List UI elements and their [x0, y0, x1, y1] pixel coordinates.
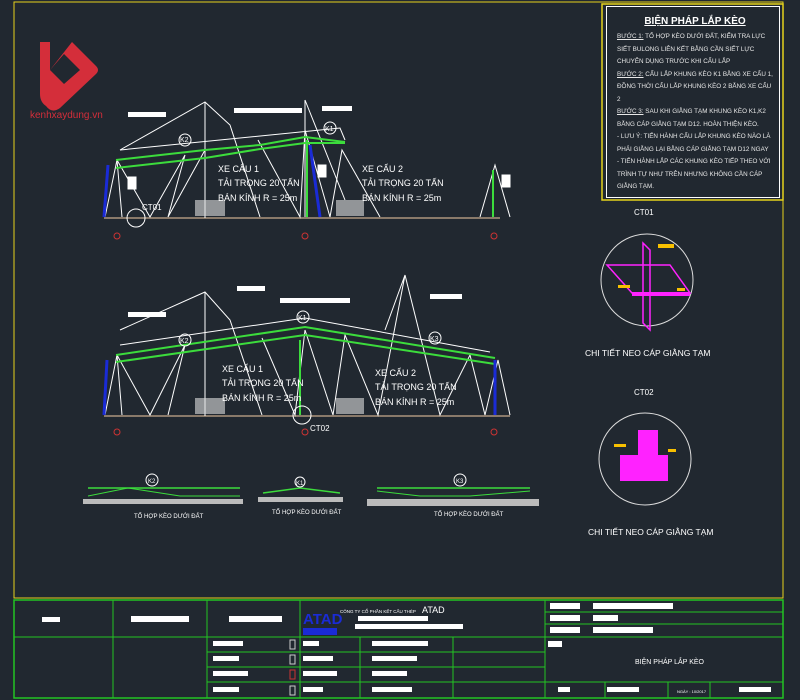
- tag-k1: K1: [298, 315, 307, 322]
- step-label: BƯỚC 1:: [617, 33, 644, 40]
- step-label: BƯỚC 3:: [617, 108, 644, 115]
- step-label: BƯỚC 2:: [617, 70, 644, 78]
- detail-title: CT01: [634, 208, 654, 217]
- title-block: [13, 599, 784, 699]
- step-text: SAU KHI GIẰNG TẠM KHUNG KÈO K1,K2 BẰNG C…: [617, 108, 766, 128]
- company-name: CÔNG TY CỔ PHẦN KẾT CẤU THÉP: [340, 608, 416, 614]
- notes-title: BIỆN PHÁP LẮP KÈO: [644, 16, 746, 27]
- elevation-top: [102, 99, 511, 240]
- note-sequence: - TIẾN HÀNH LẮP CÁC KHUNG KÈO TIẾP THEO …: [617, 158, 771, 190]
- company-short: ATAD: [422, 605, 445, 615]
- ground-caption-k3: TỔ HỢP KÈO DƯỚI ĐẤT: [434, 511, 504, 518]
- crane1-name: XE CẨU 1: [218, 163, 259, 174]
- step-text: CẨU LẮP KHUNG KÈO K1 BẰNG XE CẨU 1, ĐỒNG…: [617, 70, 773, 103]
- drawing-date: NGÀY : 10/2017: [677, 689, 707, 694]
- tag-ct02: CT02: [310, 424, 330, 433]
- note-caution: - LƯU Ý: TIẾN HÀNH CẨU LẮP KHUNG KÈO NÀO…: [617, 133, 771, 153]
- notes-frame: [601, 3, 784, 201]
- note-step-3: BƯỚC 3: SAU KHI GIẰNG TẠM KHUNG KÈO K1,K…: [617, 106, 773, 131]
- crane1-name: XE CẨU 1: [222, 363, 263, 374]
- tag-k1: K1: [296, 481, 304, 487]
- detail-ct01: CT01 CHI TIẾT NEO CÁP GIẰNG TẠM: [585, 208, 710, 358]
- crane2-radius: BÁN KÍNH R = 25m: [375, 397, 454, 407]
- kenhxaydung-logo: kenhxaydung.vn: [30, 42, 103, 121]
- tag-k2: K2: [180, 338, 189, 345]
- detail-title: CT02: [634, 388, 654, 397]
- detail-caption: CHI TIẾT NEO CÁP GIẰNG TẠM: [588, 527, 713, 537]
- detail-caption: CHI TIẾT NEO CÁP GIẰNG TẠM: [585, 348, 710, 358]
- tag-k2: K2: [180, 137, 189, 144]
- company-block: ATAD CÔNG TY CỔ PHẦN KẾT CẤU THÉP ATAD B…: [303, 605, 707, 694]
- crane1-load: TẢI TRỌNG 20 TẤN: [218, 177, 300, 188]
- note-step-1: BƯỚC 1: TỔ HỢP KÈO DƯỚI ĐẤT, KIỂM TRA LỰ…: [617, 31, 773, 69]
- crane1-radius: BÁN KÍNH R = 25m: [218, 193, 297, 203]
- elevation-middle: [102, 274, 511, 436]
- crane2-load: TẢI TRỌNG 20 TẤN: [375, 381, 457, 392]
- tag-k2: K2: [148, 479, 156, 485]
- detail-ct02: CT02 CHI TIẾT NEO CÁP GIẰNG TẠM: [588, 388, 713, 537]
- crane1-radius: BÁN KÍNH R = 25m: [222, 393, 301, 403]
- construction-notes: BIỆN PHÁP LẮP KÈO BƯỚC 1: TỔ HỢP KÈO DƯỚ…: [606, 6, 780, 198]
- note-step-2: BƯỚC 2: CẨU LẮP KHUNG KÈO K1 BẰNG XE CẨU…: [617, 69, 773, 107]
- tag-k3: K3: [430, 336, 439, 343]
- company-logo: ATAD: [303, 611, 343, 628]
- crane1-load: TẢI TRỌNG 20 TẤN: [222, 377, 304, 388]
- ground-caption-k1: TỔ HỢP KÈO DƯỚI ĐẤT: [272, 509, 342, 516]
- crane2-name: XE CẨU 2: [375, 367, 416, 378]
- ground-assemblies: [83, 473, 539, 506]
- tag-ct01: CT01: [142, 203, 162, 212]
- step-text: TỔ HỢP KÈO DƯỚI ĐẤT, KIỂM TRA LỰC SIẾT B…: [617, 33, 766, 65]
- drawing-title: BIỆN PHÁP LẮP KÈO: [635, 657, 705, 666]
- crane2-load: TẢI TRỌNG 20 TẤN: [362, 177, 444, 188]
- crane2-radius: BÁN KÍNH R = 25m: [362, 193, 441, 203]
- logo-text: kenhxaydung.vn: [30, 110, 103, 121]
- tag-k1: K1: [325, 126, 334, 133]
- tag-k3: K3: [456, 479, 464, 485]
- redacted-fields: [42, 603, 771, 696]
- ground-caption-k2: TỔ HỢP KÈO DƯỚI ĐẤT: [134, 513, 204, 520]
- crane2-name: XE CẨU 2: [362, 163, 403, 174]
- drawing-frame: [13, 1, 784, 599]
